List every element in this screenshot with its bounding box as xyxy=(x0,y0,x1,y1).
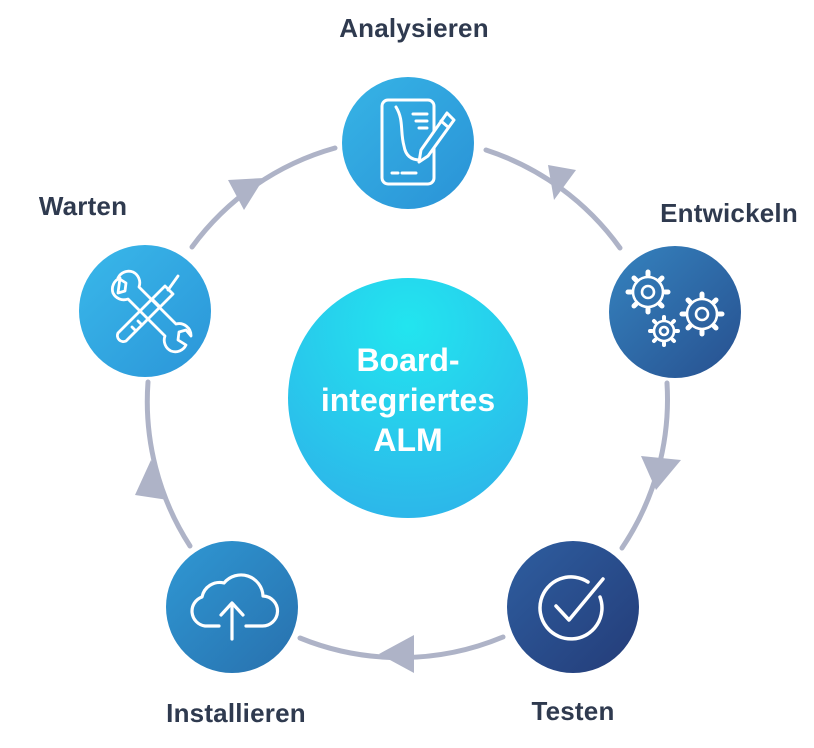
stage-analysieren-circle xyxy=(342,77,474,209)
stage-label-installieren: Installieren xyxy=(166,698,306,728)
stage-label-entwickeln: Entwickeln xyxy=(660,198,798,228)
arrow-to-installieren xyxy=(379,635,414,673)
stage-warten xyxy=(79,245,211,377)
stage-testen-circle xyxy=(507,541,639,673)
center-title: Board- integriertes ALM xyxy=(278,340,538,460)
arrow-to-testen xyxy=(641,456,681,490)
stage-entwickeln xyxy=(609,246,741,378)
arrow-to-entwickeln xyxy=(548,165,576,200)
gears-icon xyxy=(625,269,725,347)
stage-label-analysieren: Analysieren xyxy=(339,13,489,43)
center-title-line-3: ALM xyxy=(373,422,443,458)
check-circle-icon xyxy=(538,575,605,641)
wrench-screwdriver-icon xyxy=(111,269,193,354)
arrow-to-analysieren xyxy=(228,178,264,210)
stage-warten-circle xyxy=(79,245,211,377)
center-title-line-2: integriertes xyxy=(320,382,496,418)
center-title-line-1: Board- xyxy=(356,342,460,378)
stage-analysieren xyxy=(342,77,474,209)
stage-label-warten: Warten xyxy=(38,191,128,221)
stage-label-testen: Testen xyxy=(531,696,615,726)
cycle-arrows xyxy=(135,165,681,673)
arrow-to-warten xyxy=(135,460,168,500)
center-circle xyxy=(288,278,528,518)
ring-arc-analysieren-entwickeln xyxy=(483,147,623,251)
cloud-upload-icon xyxy=(190,573,280,641)
stage-installieren xyxy=(166,541,298,673)
document-pen-icon xyxy=(380,98,456,186)
stage-testen xyxy=(507,541,639,673)
ring-arc-installieren-warten xyxy=(144,379,193,549)
ring-arc-warten-analysieren xyxy=(189,145,338,250)
